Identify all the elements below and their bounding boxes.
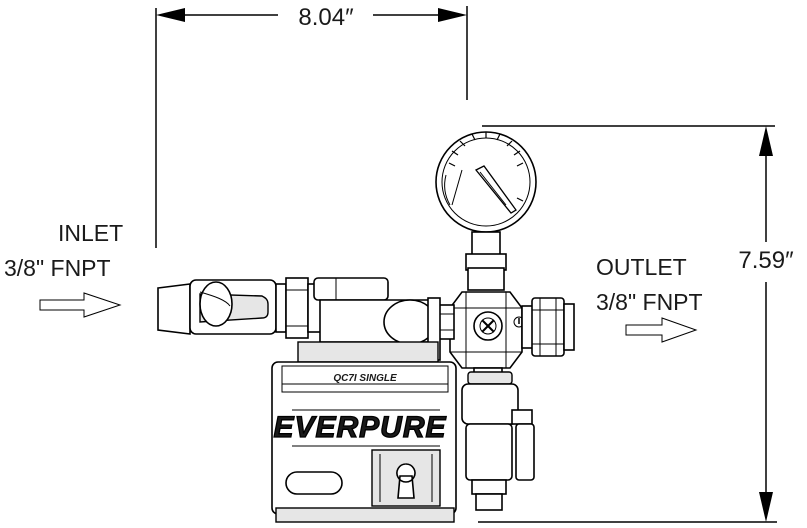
outlet-label: OUTLET [596,254,687,280]
width-dimension: 8.04″ [155,4,468,248]
outlet-callout: OUTLET 3/8" FNPT [596,254,703,343]
cartridge-slot [285,471,343,495]
inlet-spec: 3/8" FNPT [4,255,111,281]
pressure-gauge [435,131,537,291]
height-arrow-top [759,126,773,156]
outlet-spec: 3/8" FNPT [596,289,703,315]
gauge-needle [474,165,517,214]
brand-logo: EVERPURE [273,411,446,444]
height-dimension-label: 7.59″ [738,247,794,274]
inlet-callout: INLET 3/8" FNPT [4,220,123,318]
push-fit-fitting [461,371,535,511]
keyhole-icon [396,463,416,499]
height-dimension: 7.59″ [478,125,794,523]
outlet-arrow-icon [625,317,698,343]
model-label: QC7I SINGLE [333,373,397,384]
filter-head [297,297,441,363]
inlet-label: INLET [58,220,123,246]
inlet-arrow-icon [39,292,122,318]
filter-cartridge: QC7I SINGLE EVERPURE [271,361,457,523]
outlet-fitting [521,297,575,357]
width-arrow-right [438,8,467,22]
width-arrow-left [156,8,185,22]
height-arrow-bottom [759,492,773,522]
width-dimension-label: 8.04″ [298,4,354,31]
